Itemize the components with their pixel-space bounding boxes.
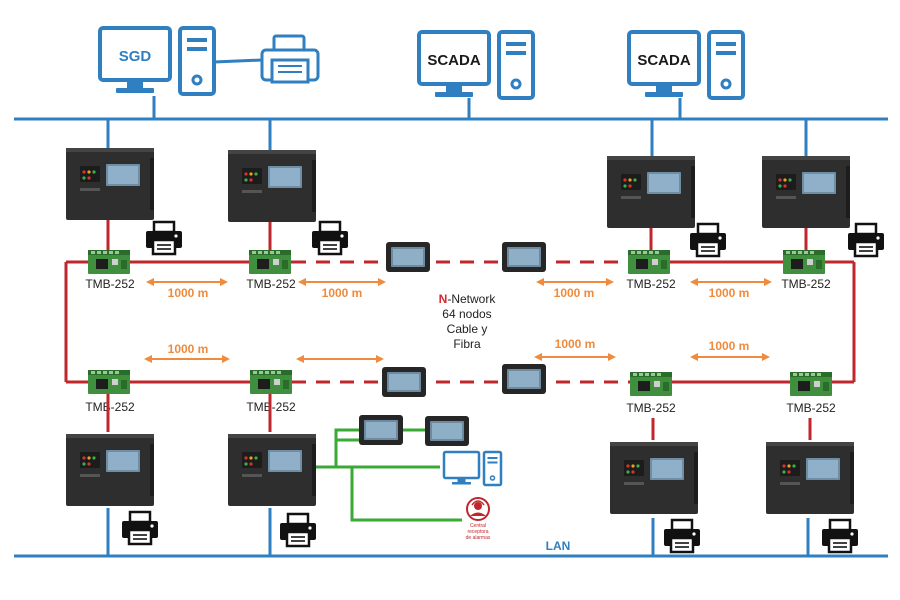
- printer-icon: [278, 512, 318, 548]
- repeater-panel: [386, 242, 430, 272]
- tmb-board: [790, 372, 832, 396]
- distance-arrow: [144, 355, 230, 363]
- fire-panel: [66, 434, 154, 506]
- tmb-board: [249, 250, 291, 274]
- distance-label: 1000 m: [168, 286, 209, 300]
- tmb-label: TMB-252: [246, 277, 296, 291]
- fire-panel: [610, 442, 698, 514]
- svg-text:N-Network: N-Network: [439, 292, 497, 306]
- green-link: [334, 428, 360, 440]
- green-link: [350, 467, 462, 522]
- printer-icon: [662, 518, 702, 554]
- distance-label: 1000 m: [555, 337, 596, 351]
- workstation-label: SCADA: [427, 52, 481, 69]
- distance-label: 1000 m: [709, 286, 750, 300]
- tmb-label: TMB-252: [781, 277, 831, 291]
- distance-arrow: [298, 278, 386, 286]
- tmb-board: [88, 370, 130, 394]
- tmb-board: [250, 370, 292, 394]
- repeater-panel: [382, 367, 426, 397]
- printer-icon: [846, 222, 886, 258]
- network-description: N-Network 64 nodos Cable y Fibra: [439, 292, 497, 351]
- distance-label: 1000 m: [322, 286, 363, 300]
- fire-panel: [228, 434, 316, 506]
- fire-panel: [228, 150, 316, 222]
- tmb-board: [783, 250, 825, 274]
- alarm-center-label-1: Central: [470, 523, 486, 529]
- fire-panel: [66, 148, 154, 220]
- lan-label: LAN: [546, 539, 571, 553]
- printer-icon: [820, 518, 860, 554]
- printer-icon: [260, 34, 320, 84]
- distance-arrow: [296, 355, 384, 363]
- tmb-label: TMB-252: [626, 401, 676, 415]
- network-n-letter: N: [439, 292, 448, 306]
- network-media-1: Cable y: [447, 322, 488, 336]
- distance-arrow: [690, 353, 770, 361]
- workstation-label: SGD: [119, 48, 152, 65]
- printer-icon: [144, 220, 184, 256]
- tmb-board: [88, 250, 130, 274]
- alarm-center-label-3: de alarmas: [466, 535, 491, 541]
- tmb-board: [630, 372, 672, 396]
- computer-icon: [442, 450, 503, 487]
- alarm-center-icon: [466, 497, 490, 521]
- workstation-scada-2: SCADA: [627, 30, 745, 100]
- network-title-rest: -Network: [447, 292, 496, 306]
- green-link: [316, 438, 380, 469]
- repeater-panel: [502, 242, 546, 272]
- distance-arrow: [536, 278, 614, 286]
- workstation-scada-1: SCADA: [417, 30, 535, 100]
- tmb-label: TMB-252: [626, 277, 676, 291]
- fire-panel: [766, 442, 854, 514]
- fire-panel: [607, 156, 695, 228]
- printer-link: [213, 58, 263, 64]
- distance-arrow: [534, 353, 616, 361]
- tmb-board: [628, 250, 670, 274]
- repeater-panel: [502, 364, 546, 394]
- distance-label: 1000 m: [709, 339, 750, 353]
- distance-arrow: [146, 278, 228, 286]
- tmb-label: TMB-252: [85, 277, 135, 291]
- distance-arrow: [690, 278, 772, 286]
- printer-icon: [310, 220, 350, 256]
- workstation-label: SCADA: [637, 52, 691, 69]
- repeater-panel: [359, 415, 403, 445]
- network-media-2: Fibra: [453, 337, 481, 351]
- printer-icon: [688, 222, 728, 258]
- tmb-label: TMB-252: [786, 401, 836, 415]
- printer-icon: [120, 510, 160, 546]
- tmb-label: TMB-252: [85, 400, 135, 414]
- workstation-sgd: SGD: [98, 26, 216, 96]
- distance-label: 1000 m: [168, 342, 209, 356]
- fire-panel: [762, 156, 850, 228]
- alarm-center-label-2: receptora: [467, 529, 488, 535]
- distance-label: 1000 m: [554, 286, 595, 300]
- network-nodes: 64 nodos: [442, 307, 491, 321]
- repeater-panel: [425, 416, 469, 446]
